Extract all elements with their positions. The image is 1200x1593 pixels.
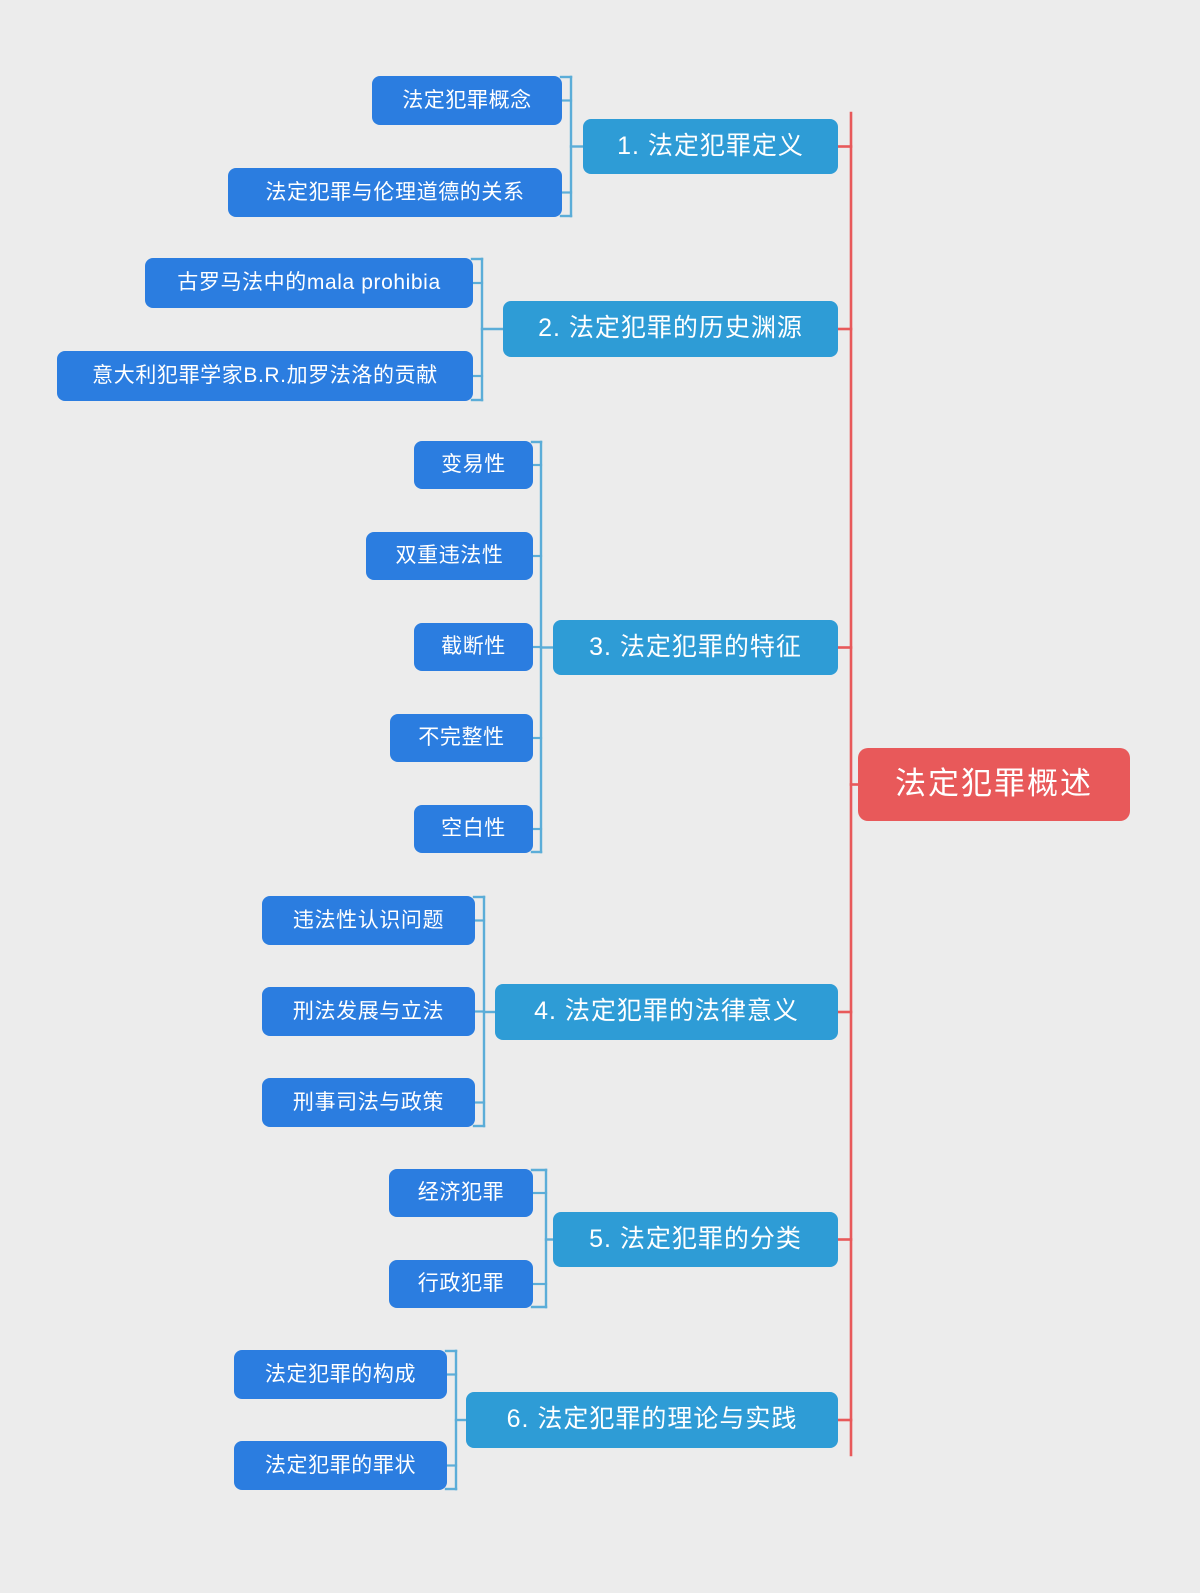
leaf-node-5-2-label: 行政犯罪 <box>417 1272 505 1296</box>
leaf-node-3-4-label: 不完整性 <box>418 726 505 750</box>
branch-node-4[interactable]: 4. 法定犯罪的法律意义 <box>495 984 838 1040</box>
leaf-node-3-3[interactable]: 截断性 <box>414 623 533 671</box>
branch-node-1[interactable]: 1. 法定犯罪定义 <box>583 119 838 174</box>
branch-node-4-label: 4. 法定犯罪的法律意义 <box>534 997 799 1026</box>
branch-node-2-label: 2. 法定犯罪的历史渊源 <box>538 314 803 343</box>
branch-node-6-label: 6. 法定犯罪的理论与实践 <box>506 1405 798 1434</box>
branch-node-2[interactable]: 2. 法定犯罪的历史渊源 <box>503 301 838 357</box>
leaf-node-4-2-label: 刑法发展与立法 <box>292 999 445 1023</box>
leaf-node-5-1-label: 经济犯罪 <box>417 1181 505 1205</box>
leaf-node-2-1[interactable]: 古罗马法中的mala prohibia <box>145 258 473 308</box>
leaf-node-3-3-label: 截断性 <box>441 635 506 659</box>
leaf-node-3-4[interactable]: 不完整性 <box>390 714 533 762</box>
leaf-node-1-1-label: 法定犯罪概念 <box>402 88 532 112</box>
branch-node-1-label: 1. 法定犯罪定义 <box>617 131 804 160</box>
leaf-node-6-2[interactable]: 法定犯罪的罪状 <box>234 1441 447 1490</box>
root-node-label: 法定犯罪概述 <box>895 766 1093 802</box>
leaf-node-1-2-label: 法定犯罪与伦理道德的关系 <box>265 180 525 204</box>
leaf-node-3-5[interactable]: 空白性 <box>414 805 533 853</box>
branch-node-5[interactable]: 5. 法定犯罪的分类 <box>553 1212 838 1267</box>
leaf-node-3-2-label: 双重违法性 <box>395 544 504 568</box>
leaf-node-4-1-label: 违法性认识问题 <box>292 908 445 932</box>
leaf-node-2-1-label: 古罗马法中的mala prohibia <box>177 271 441 295</box>
branch-node-3-label: 3. 法定犯罪的特征 <box>589 632 802 661</box>
leaf-node-3-1[interactable]: 变易性 <box>414 441 533 489</box>
leaf-node-3-5-label: 空白性 <box>441 817 506 841</box>
leaf-node-1-2[interactable]: 法定犯罪与伦理道德的关系 <box>228 168 562 217</box>
leaf-node-1-1[interactable]: 法定犯罪概念 <box>372 76 562 125</box>
leaf-node-5-2[interactable]: 行政犯罪 <box>389 1260 533 1308</box>
leaf-node-6-1[interactable]: 法定犯罪的构成 <box>234 1350 447 1399</box>
leaf-node-4-3[interactable]: 刑事司法与政策 <box>262 1078 475 1127</box>
leaf-node-3-2[interactable]: 双重违法性 <box>366 532 533 580</box>
branch-node-3[interactable]: 3. 法定犯罪的特征 <box>553 620 838 675</box>
leaf-node-2-2[interactable]: 意大利犯罪学家B.R.加罗法洛的贡献 <box>57 351 473 401</box>
leaf-node-5-1[interactable]: 经济犯罪 <box>389 1169 533 1217</box>
leaf-node-3-1-label: 变易性 <box>441 453 506 477</box>
branch-node-5-label: 5. 法定犯罪的分类 <box>589 1224 802 1253</box>
leaf-node-4-3-label: 刑事司法与政策 <box>292 1090 445 1114</box>
leaf-node-4-1[interactable]: 违法性认识问题 <box>262 896 475 945</box>
leaf-node-6-1-label: 法定犯罪的构成 <box>264 1362 417 1386</box>
leaf-node-6-2-label: 法定犯罪的罪状 <box>264 1453 417 1477</box>
branch-node-6[interactable]: 6. 法定犯罪的理论与实践 <box>466 1392 838 1448</box>
leaf-node-4-2[interactable]: 刑法发展与立法 <box>262 987 475 1036</box>
root-node[interactable]: 法定犯罪概述 <box>858 748 1130 821</box>
leaf-node-2-2-label: 意大利犯罪学家B.R.加罗法洛的贡献 <box>92 364 438 388</box>
